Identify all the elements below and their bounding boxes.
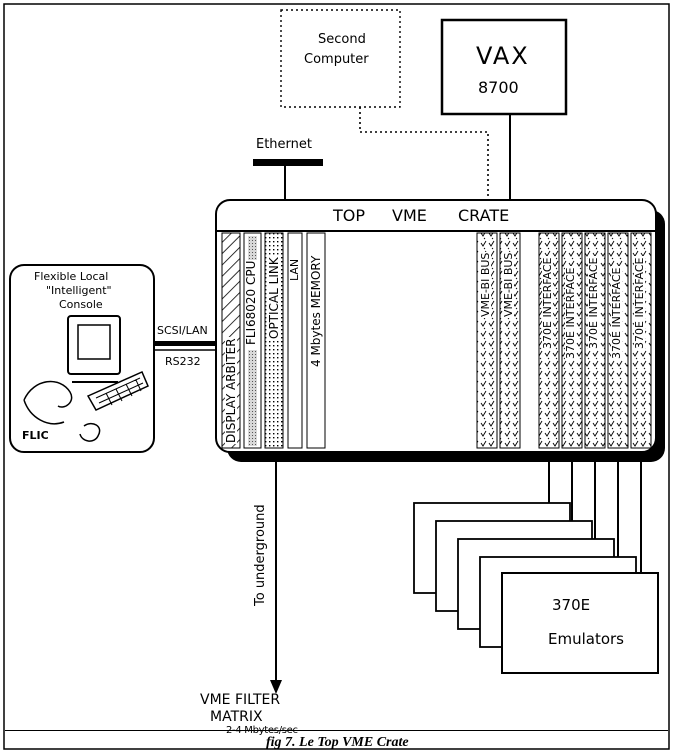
figure-caption: fig 7. Le Top VME Crate xyxy=(266,735,409,750)
label-display-arbiter: DISPLAY ARBITER xyxy=(224,337,238,444)
filter-line2: MATRIX xyxy=(210,709,263,725)
console-tag: FLIC xyxy=(22,429,49,442)
crate-title-top: TOP xyxy=(333,206,366,225)
crate-title-crate: CRATE xyxy=(458,206,510,225)
console-keyboard-keys xyxy=(95,377,144,406)
vax-box xyxy=(440,18,568,116)
crate-title-vme: VME xyxy=(392,206,427,225)
filter-line1: VME FILTER xyxy=(200,692,281,708)
slot-flic-shade xyxy=(248,350,257,446)
emulator-box-5 xyxy=(501,572,659,674)
label-interface-3: 370E INTERFACE xyxy=(587,256,600,350)
slot-lan xyxy=(287,232,303,449)
label-interface-5: 370E INTERFACE xyxy=(633,256,646,350)
console-line1: Flexible Local xyxy=(34,270,109,283)
caption-rule xyxy=(5,730,668,731)
emulators-line1: 370E xyxy=(552,596,591,614)
console-line2: "Intelligent" xyxy=(46,284,112,297)
underground-label: To underground xyxy=(253,504,268,606)
ethernet-label: Ethernet xyxy=(256,137,312,152)
console-line3: Console xyxy=(59,298,103,311)
label-vme-bi-bus-2: VME-BI BUS xyxy=(502,251,515,318)
slot-cpu-shade xyxy=(248,236,257,274)
scsi-lan-bar xyxy=(154,341,216,346)
second-computer-link xyxy=(359,107,489,200)
second-computer-box xyxy=(280,9,401,108)
outer-frame xyxy=(3,3,670,750)
second-computer-line2: Computer xyxy=(304,52,369,67)
emulators-line2: Emulators xyxy=(548,630,624,648)
console-hand xyxy=(23,380,101,442)
vax-name: VAX xyxy=(476,42,530,70)
label-lan: LAN xyxy=(288,257,301,282)
underground-arrowhead xyxy=(270,680,282,694)
second-computer-line1: Second xyxy=(318,32,366,47)
ethernet-bar xyxy=(253,159,323,166)
label-interface-2: 370E INTERFACE xyxy=(564,266,577,360)
label-interface-1: 370E INTERFACE xyxy=(541,256,554,350)
label-vme-bi-bus-1: VME-BI BUS xyxy=(479,251,492,318)
label-cpu: 68020 CPU xyxy=(244,259,258,328)
label-memory: 4 Mbytes MEMORY xyxy=(309,254,323,368)
rs232-label: RS232 xyxy=(165,355,201,368)
scsi-lan-label: SCSI/LAN xyxy=(157,324,208,337)
label-interface-4: 370E INTERFACE xyxy=(610,266,623,360)
console-screen xyxy=(77,324,111,360)
vax-model: 8700 xyxy=(478,78,519,97)
label-optical-link: OPTICAL LINK xyxy=(267,256,281,340)
